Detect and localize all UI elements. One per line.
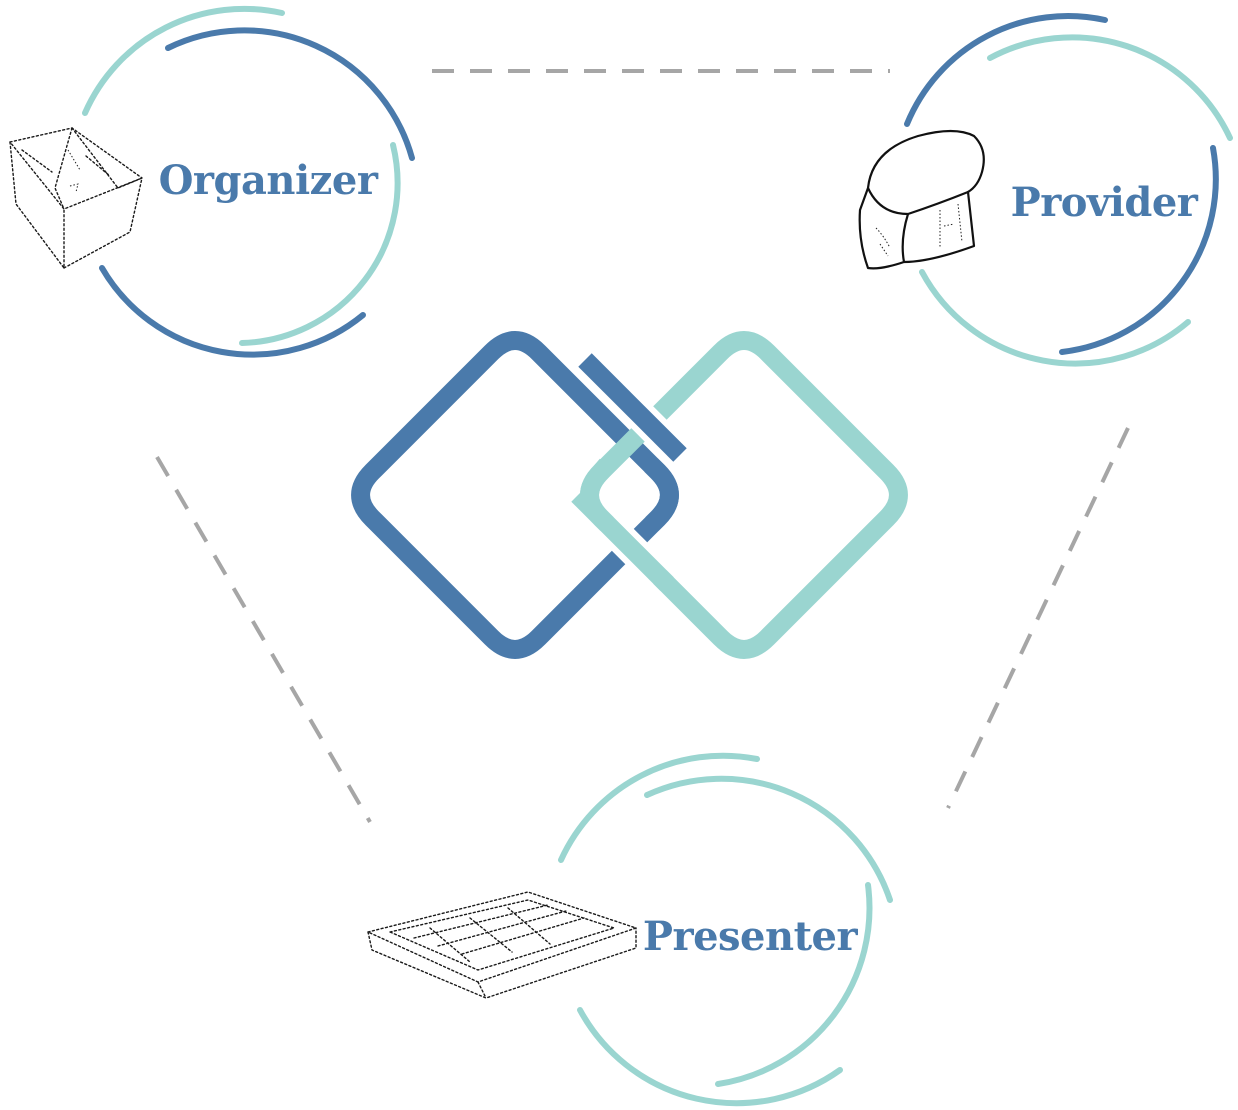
provider-arc-dark-top (904, 13, 1108, 127)
organizer-arc-dark-bottom (99, 265, 366, 358)
logo-diamond-light (580, 331, 908, 659)
presenter-node: Presenter (367, 752, 893, 1107)
provider-label: Provider (1011, 179, 1199, 226)
logo-weave-dark-redraw (578, 353, 687, 462)
organizer-arc-dark-top (165, 27, 415, 161)
organizer-label: Organizer (159, 157, 379, 204)
provider-arc-dark-right (1059, 145, 1219, 355)
provider-arc-light-bottom (919, 269, 1191, 367)
provider-arc-light-top (987, 34, 1233, 141)
organizer-arc-light-right (239, 142, 401, 346)
connector-provider-presenter (946, 427, 1130, 809)
organizer-node: Organizer (9, 5, 415, 358)
presenter-arc-light-topright (644, 775, 893, 903)
presenter-arc-light-bottom (577, 1007, 843, 1107)
organizer-ring (82, 5, 415, 358)
interlocked-diamonds-logo (351, 331, 908, 659)
organizer-arc-light-top (82, 5, 285, 116)
presenter-arc-light-right (715, 882, 873, 1087)
tray-sketch-icon (367, 891, 637, 999)
logo-diamond-dark-corner (644, 458, 679, 531)
presenter-ring (558, 752, 893, 1107)
presenter-label: Presenter (643, 913, 859, 960)
open-box-sketch-icon (9, 127, 143, 269)
provider-node: Provider (858, 13, 1233, 367)
logo-diamond-light-corner (580, 458, 615, 531)
connectors (155, 69, 1130, 824)
provider-ring (904, 13, 1233, 367)
connector-organizer-presenter (155, 455, 372, 824)
cheese-wheel-sketch-icon (858, 129, 985, 270)
presenter-arc-light-top (558, 752, 760, 863)
